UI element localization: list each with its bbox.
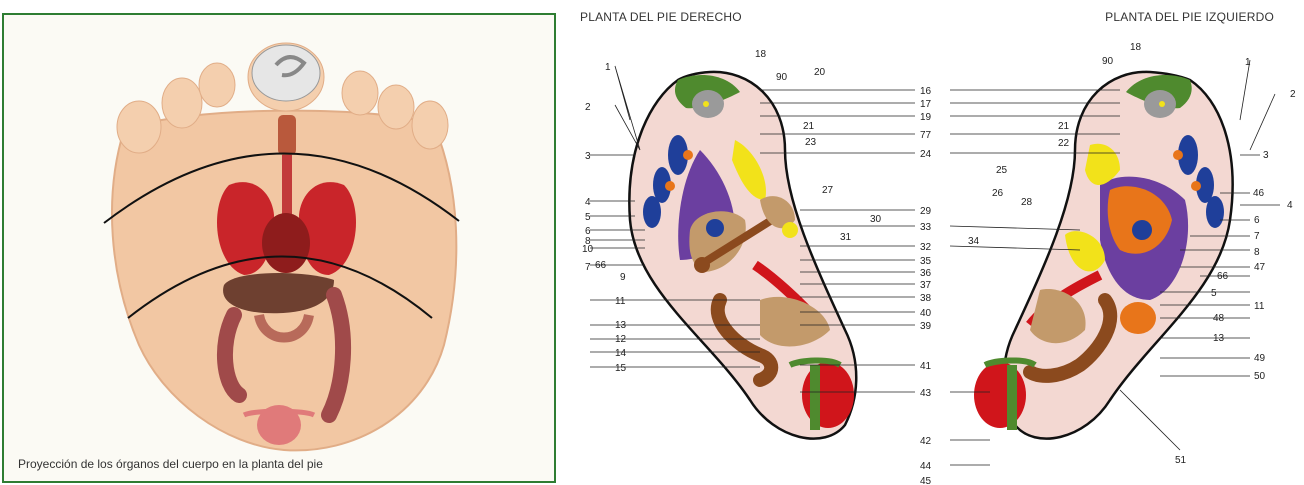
label-26-left: 26 [992,188,1004,199]
label-1-left: 1 [1245,57,1251,68]
label-42: 42 [920,436,932,447]
label-13-left: 13 [1213,333,1225,344]
label-14: 14 [615,348,627,359]
label-35: 35 [920,256,932,267]
label-4-left: 4 [1287,200,1293,211]
label-29: 29 [920,206,932,217]
label-33: 33 [920,222,932,233]
label-50-left: 50 [1254,371,1266,382]
label-10: 10 [582,244,594,255]
label-49-left: 49 [1254,353,1266,364]
label-20: 20 [814,67,826,78]
label-66: 66 [595,260,607,271]
label-40: 40 [920,308,932,319]
label-3-left: 3 [1263,150,1269,161]
label-34-left: 34 [968,236,980,247]
label-39: 39 [920,321,932,332]
label-11: 11 [615,296,626,307]
label-36: 36 [920,268,932,279]
label-17: 17 [920,99,932,110]
label-5-left: 5 [1211,288,1217,299]
label-24: 24 [920,149,932,160]
label-19: 19 [920,112,932,123]
label-5: 5 [585,212,591,223]
label-15: 15 [615,363,627,374]
label-23: 23 [805,137,817,148]
label-90-left: 90 [1102,56,1114,67]
label-13: 13 [615,320,627,331]
label-51-left: 51 [1175,455,1187,466]
label-32: 32 [920,242,932,253]
label-6-left: 6 [1254,215,1260,226]
label-18: 18 [755,49,767,60]
figure-caption: Proyección de los órganos del cuerpo en … [18,457,323,471]
label-3: 3 [585,151,591,162]
label-41: 41 [920,361,932,372]
label-28-left: 28 [1021,197,1033,208]
label-43: 43 [920,388,932,399]
label-31: 31 [840,232,852,243]
label-90: 90 [776,72,788,83]
right-foot-sole [629,72,856,439]
label-66-left: 66 [1217,271,1229,282]
left-foot-sole [974,72,1233,439]
label-38: 38 [920,293,932,304]
label-7: 7 [585,262,591,273]
label-37: 37 [920,280,932,291]
label-25: 25 [996,165,1008,176]
label-22-left: 22 [1058,138,1070,149]
label-4: 4 [585,197,591,208]
label-46-left: 46 [1253,188,1265,199]
label-44: 44 [920,461,932,472]
label-30: 30 [870,214,882,225]
label-12: 12 [615,334,627,345]
label-21: 21 [803,121,815,132]
label-2: 2 [585,102,591,113]
label-21-left: 21 [1058,121,1070,132]
organ-projection-panel: Proyección de los órganos del cuerpo en … [2,13,556,483]
label-77: 77 [920,130,932,141]
label-1: 1 [605,62,611,73]
label-8-left: 8 [1254,247,1260,258]
label-18-left: 18 [1130,42,1142,53]
label-9: 9 [620,272,626,283]
label-27: 27 [822,185,834,196]
label-2-left: 2 [1290,89,1296,100]
label-47-left: 47 [1254,262,1266,273]
label-45: 45 [920,476,932,485]
organ-projection-illustration [4,15,554,481]
label-11-left: 11 [1254,301,1265,312]
label-16: 16 [920,86,932,97]
reflexology-chart-panel: PLANTA DEL PIE DERECHO PLANTA DEL PIE IZ… [560,0,1304,485]
reflexology-diagram: 18 90 20 1 2 3 21 23 4 5 6 8 10 7 66 9 2… [560,0,1304,485]
label-48-left: 48 [1213,313,1225,324]
label-7-left: 7 [1254,231,1260,242]
